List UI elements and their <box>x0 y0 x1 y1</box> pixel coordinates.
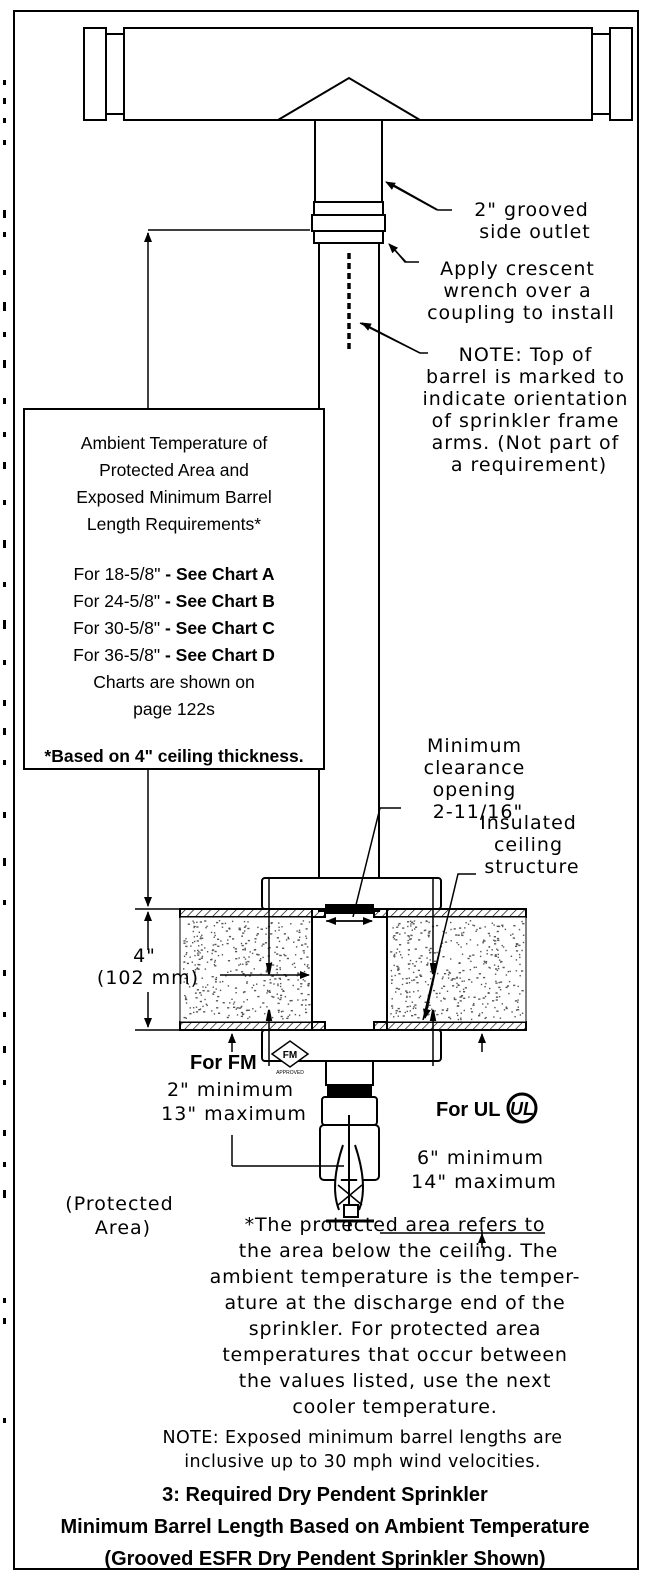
svg-text:APPROVED: APPROVED <box>276 1070 304 1076</box>
ul-listed-logo: UL <box>506 1092 538 1124</box>
ceiling-structure <box>179 908 527 1031</box>
figure-caption-line-1: 3: Required Dry Pendent Sprinkler <box>162 1484 488 1506</box>
chart-a-row: For 18-5/8" - See Chart A <box>73 564 275 584</box>
diagram-labels: 2" grooved side outlet Apply crescent wr… <box>65 199 636 1239</box>
fm-range-label: 2" minimum 13" maximum <box>161 1079 307 1125</box>
left-edge-marks <box>0 0 12 1576</box>
clearance-label: Minimum clearance opening 2-11/16" <box>424 735 533 823</box>
svg-text:UL: UL <box>510 1099 534 1119</box>
figure-border <box>13 10 639 1570</box>
outlet-label: 2" grooved side outlet <box>474 199 596 243</box>
wrench-label: Apply crescent wrench over a coupling to… <box>427 258 615 324</box>
tee-fitting <box>83 27 633 121</box>
chart-b-row: For 24-5/8" - See Chart B <box>73 591 275 611</box>
callout-heading-2: Protected Area and <box>99 460 249 480</box>
protected-area-footnote: *The protected area refers to the area b… <box>209 1214 581 1418</box>
thickness-label: 4" (102 mm) <box>97 945 199 989</box>
charts-location-1: Charts are shown on <box>93 672 255 692</box>
svg-text:FM: FM <box>283 1050 297 1061</box>
figure-number: 3: <box>162 1484 180 1506</box>
chart-d-row: For 36-5/8" - See Chart D <box>73 645 275 665</box>
sprinkler-head <box>319 1060 380 1230</box>
figure-caption-line-2: Minimum Barrel Length Based on Ambient T… <box>60 1516 590 1538</box>
fm-approved-logo: FM APPROVED <box>270 1040 310 1076</box>
callout-heading-3: Exposed Minimum Barrel <box>76 487 272 507</box>
ceiling-basis-note: *Based on 4" ceiling thickness. <box>44 746 304 766</box>
barrel-length-callout: Ambient Temperature of Protected Area an… <box>23 408 325 770</box>
note-top-label: NOTE: Top of barrel is marked to indicat… <box>423 344 636 476</box>
protected-area-label: (Protected Area) <box>65 1193 180 1239</box>
fm-title: For FM <box>190 1052 257 1074</box>
charts-location-2: page 122s <box>133 699 215 719</box>
leader-lines <box>352 181 476 1021</box>
wind-velocity-note: NOTE: Exposed minimum barrel lengths are… <box>162 1428 563 1472</box>
ul-range-label: 6" minimum 14" maximum <box>411 1147 557 1193</box>
callout-heading-4: Length Requirements* <box>86 514 262 534</box>
approval-marks: For FM FM APPROVED For UL UL <box>190 1040 538 1124</box>
barrel-pipe <box>311 119 386 912</box>
insulated-label: Insulated ceiling structure <box>480 812 584 878</box>
ul-title: For UL <box>436 1099 500 1121</box>
figure-caption-line-3: (Grooved ESFR Dry Pendent Sprinkler Show… <box>104 1548 546 1570</box>
callout-heading-1: Ambient Temperature of <box>80 433 268 453</box>
chart-c-row: For 30-5/8" - See Chart C <box>73 618 275 638</box>
